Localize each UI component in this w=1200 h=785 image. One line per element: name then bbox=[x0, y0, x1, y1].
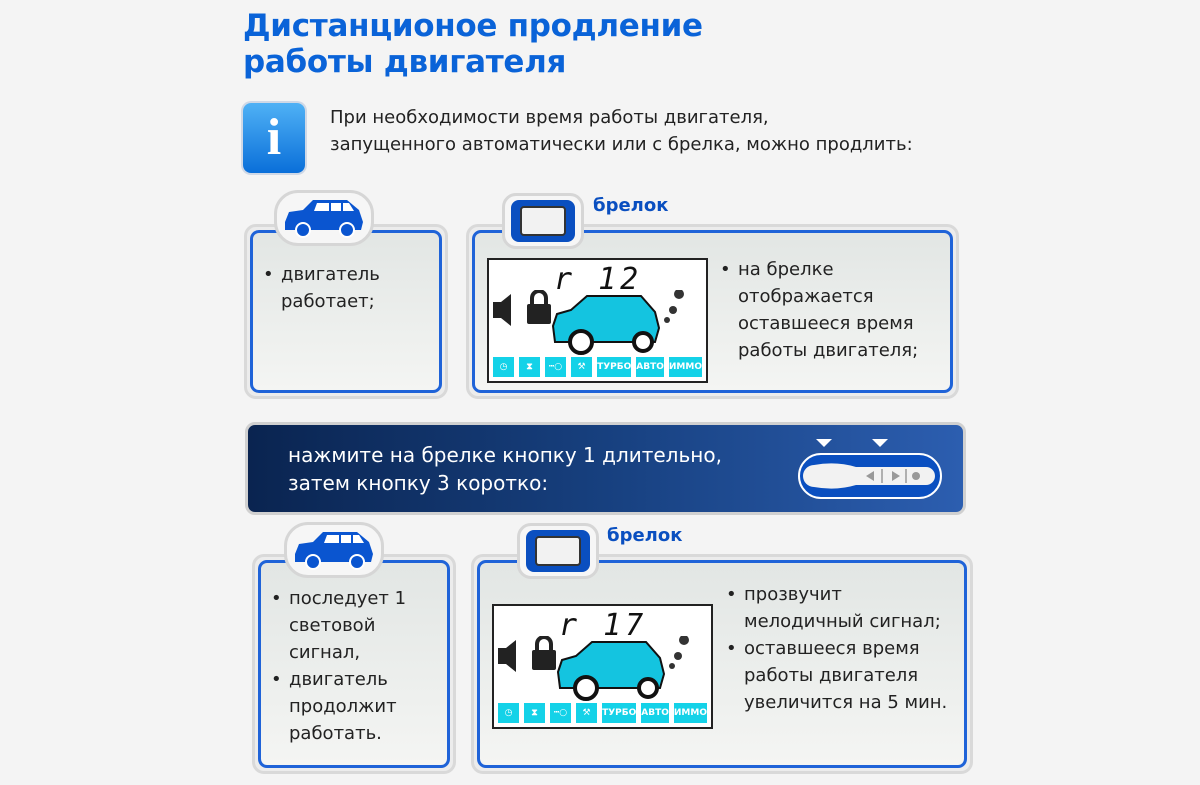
hourglass-icon: ⧗ bbox=[524, 703, 546, 723]
bullet: двигатель продолжит работать. bbox=[271, 666, 421, 747]
horn-icon bbox=[498, 640, 516, 672]
lcd-car-scene bbox=[498, 636, 689, 701]
car-badge bbox=[274, 190, 374, 246]
bullet: двигатель работает; bbox=[263, 261, 393, 315]
arrow-down-icon bbox=[816, 439, 888, 447]
remote-icon bbox=[526, 530, 590, 572]
remote-label: брелок bbox=[593, 195, 669, 216]
car-panel-1: двигатель работает; bbox=[244, 224, 448, 399]
auto-icon: АВТО bbox=[641, 703, 669, 723]
instruction-text: нажмите на брелке кнопку 1 длительно, зат… bbox=[288, 441, 722, 497]
bullet: прозвучит мелодичный сигнал; bbox=[726, 581, 961, 635]
bullet: последует 1 световой сигнал, bbox=[271, 585, 421, 666]
lcd-digits: r 12 bbox=[554, 262, 643, 297]
car-icon bbox=[285, 200, 363, 238]
intro-text: При необходимости время работы двигателя… bbox=[330, 104, 913, 158]
immo-icon: ИММО bbox=[673, 703, 707, 723]
lcd-digits: r 17 bbox=[559, 608, 648, 643]
thermometer-icon: ┅○ bbox=[545, 357, 567, 377]
intro-line: При необходимости время работы двигателя… bbox=[330, 107, 769, 128]
remote-label: брелок bbox=[607, 525, 683, 546]
title-line: Дистанционое продление bbox=[243, 8, 703, 44]
lcd-car-scene bbox=[493, 290, 684, 355]
car-badge bbox=[284, 522, 384, 578]
remote-buttons-diagram bbox=[798, 439, 942, 499]
lock-icon bbox=[532, 650, 556, 670]
title-line: работы двигателя bbox=[243, 44, 567, 80]
instruction-line: затем кнопку 3 коротко: bbox=[288, 471, 549, 495]
immo-icon: ИММО bbox=[668, 357, 702, 377]
wrench-icon: ⚒ bbox=[571, 357, 593, 377]
thermometer-icon: ┅○ bbox=[550, 703, 572, 723]
intro-line: запущенного автоматически или с брелка, … bbox=[330, 134, 913, 155]
turbo-icon: ТУРБО bbox=[602, 703, 637, 723]
turbo-icon: ТУРБО bbox=[597, 357, 632, 377]
remote-badge bbox=[502, 193, 584, 249]
horn-icon bbox=[493, 294, 511, 326]
remote-icon bbox=[511, 200, 575, 242]
clock-icon: ◷ bbox=[498, 703, 520, 723]
car-panel-2: последует 1 световой сигнал,двигатель пр… bbox=[252, 554, 456, 774]
wrench-icon: ⚒ bbox=[576, 703, 598, 723]
lock-icon bbox=[527, 304, 551, 324]
bullet: на брелке отображается оставшееся время … bbox=[720, 256, 940, 364]
remote-badge bbox=[517, 523, 599, 579]
hourglass-icon: ⧗ bbox=[519, 357, 541, 377]
info-icon: i bbox=[243, 103, 305, 173]
instruction-line: нажмите на брелке кнопку 1 длительно, bbox=[288, 443, 722, 467]
bullet: оставшееся время работы двигателя увелич… bbox=[726, 635, 961, 716]
car-icon bbox=[295, 532, 373, 570]
instruction-banner: нажмите на брелке кнопку 1 длительно, зат… bbox=[245, 422, 966, 515]
clock-icon: ◷ bbox=[493, 357, 515, 377]
auto-icon: АВТО bbox=[636, 357, 664, 377]
